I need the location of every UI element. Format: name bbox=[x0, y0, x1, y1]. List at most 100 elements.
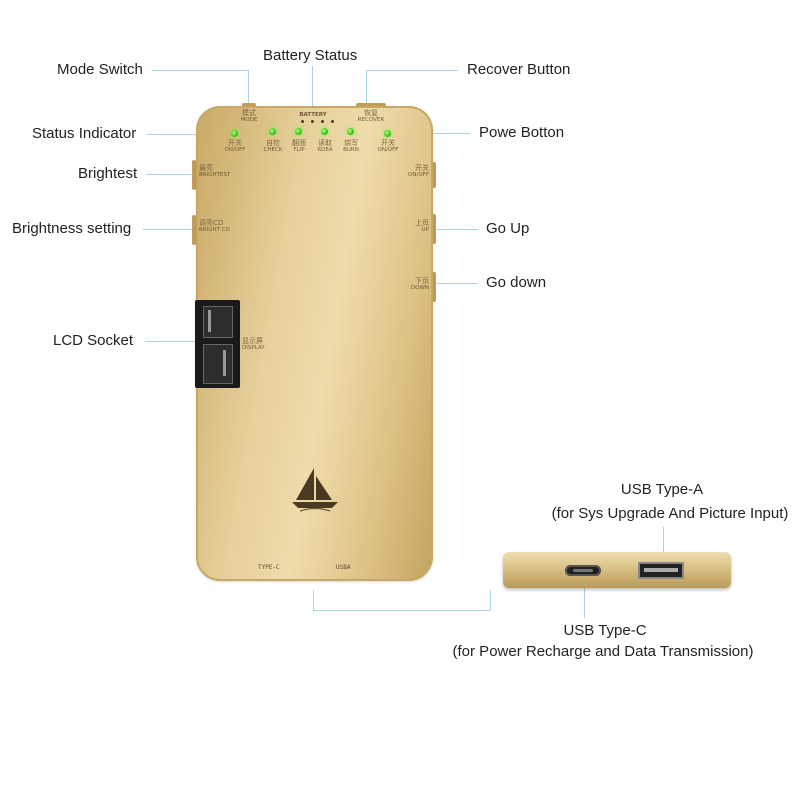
usb-a-desc-callout: (for Sys Upgrade And Picture Input) bbox=[551, 505, 789, 522]
led-label-burn: 烧写 BURN bbox=[338, 140, 364, 154]
lcd-socket-line bbox=[145, 341, 195, 342]
recover-line-v bbox=[366, 70, 367, 106]
down-side-button[interactable] bbox=[432, 272, 436, 302]
side-onoff-label-cn: 开关 bbox=[415, 164, 429, 172]
mode-label: 模式 MODE bbox=[236, 110, 262, 124]
display-label-cn: 显示屏 bbox=[242, 337, 263, 345]
socket-strip-1 bbox=[208, 310, 211, 332]
power-button-callout: Powe Botton bbox=[479, 124, 565, 141]
go-up-line bbox=[432, 229, 478, 230]
usb-c-title-callout: USB Type-C bbox=[563, 622, 647, 639]
led-label-onoff-left-cn: 开关 bbox=[228, 139, 242, 147]
mode-label-en: MODE bbox=[240, 117, 258, 123]
led-label-check: 自检 CHECK bbox=[260, 140, 286, 154]
type-c-label: TYPE-C bbox=[258, 564, 280, 571]
battery-status-callout: Battery Status bbox=[263, 47, 358, 64]
status-led-burn bbox=[347, 128, 354, 135]
status-indicator-callout: Status Indicator bbox=[32, 125, 137, 142]
led-label-rdea: 读取 RDEA bbox=[312, 140, 338, 154]
battery-dot-2 bbox=[311, 120, 314, 123]
brightest-label-cn: 最亮 bbox=[199, 164, 213, 172]
mode-label-cn: 模式 bbox=[242, 109, 256, 117]
led-label-burn-en: BURN bbox=[343, 147, 359, 153]
bottom-ports-line-left bbox=[313, 590, 314, 611]
led-label-rdea-en: RDEA bbox=[317, 147, 333, 153]
status-led-power bbox=[384, 130, 391, 137]
display-label: 显示屏 DISPLAY bbox=[242, 338, 276, 352]
brightest-label-en: BRIGHTEST bbox=[199, 172, 231, 178]
socket-strip-2 bbox=[223, 350, 226, 376]
brightness-setting-callout: Brightness setting bbox=[12, 220, 132, 237]
recover-label-en: RECOVER bbox=[357, 117, 385, 123]
side-onoff-label: 开关 ON/OFF bbox=[393, 165, 429, 179]
led-label-onoff-right-en: ON/OFF bbox=[377, 147, 399, 153]
usba-label: USBA bbox=[336, 564, 351, 571]
lcd-socket-callout: LCD Socket bbox=[53, 332, 134, 349]
led-label-check-en: CHECK bbox=[263, 147, 283, 153]
recover-side-button[interactable] bbox=[356, 103, 386, 107]
status-led-flip bbox=[295, 128, 302, 135]
led-label-flip-cn: 翻面 bbox=[292, 139, 306, 147]
brightest-label: 最亮 BRIGHTEST bbox=[199, 165, 245, 179]
side-onoff-label-en: ON/OFF bbox=[408, 172, 429, 178]
bright-cd-label: 调亮CD BRIGHT CD bbox=[199, 220, 249, 234]
recover-label: 恢复 RECOVER bbox=[354, 110, 388, 124]
led-label-flip-en: FLIP bbox=[293, 147, 305, 153]
led-label-onoff-left-en: ON/OFF bbox=[224, 147, 246, 153]
bright-cd-label-cn: 调亮CD bbox=[199, 219, 224, 227]
status-led-onoff bbox=[231, 130, 238, 137]
bottom-ports-line-right bbox=[490, 590, 491, 611]
mode-switch-line-v bbox=[248, 70, 249, 106]
usb-c-desc-callout: (for Power Recharge and Data Transmissio… bbox=[452, 643, 754, 660]
lcd-socket[interactable] bbox=[195, 300, 240, 388]
status-led-check bbox=[269, 128, 276, 135]
up-label-en: UP bbox=[421, 227, 429, 233]
battery-label: BATTERY bbox=[299, 112, 327, 118]
usb-a-title-callout: USB Type-A bbox=[620, 481, 704, 498]
go-down-callout: Go down bbox=[486, 274, 547, 291]
led-label-burn-cn: 烧写 bbox=[344, 139, 358, 147]
battery-dot-3 bbox=[321, 120, 324, 123]
led-label-onoff-right-cn: 开关 bbox=[381, 139, 395, 147]
bottom-ports-line-h bbox=[313, 610, 491, 611]
down-label-en: DOWN bbox=[410, 285, 429, 291]
led-label-onoff-right: 开关 ON/OFF bbox=[373, 140, 403, 154]
recover-label-cn: 恢复 bbox=[364, 109, 378, 117]
socket-pin-block-2 bbox=[203, 344, 233, 384]
usb-type-c-port[interactable] bbox=[565, 565, 601, 576]
brightness-setting-line bbox=[143, 229, 194, 230]
down-label: 下页 DOWN bbox=[395, 278, 429, 292]
tester-device-side bbox=[503, 552, 731, 588]
bright-cd-side-button[interactable] bbox=[192, 215, 196, 245]
battery-status-line bbox=[312, 66, 313, 106]
usb-a-line bbox=[663, 527, 664, 561]
led-label-check-cn: 自检 bbox=[266, 139, 280, 147]
power-side-button[interactable] bbox=[432, 162, 436, 188]
up-side-button[interactable] bbox=[432, 214, 436, 244]
bright-cd-label-en: BRIGHT CD bbox=[199, 227, 230, 233]
recover-button-callout: Recover Button bbox=[467, 61, 571, 78]
status-led-rdea bbox=[321, 128, 328, 135]
usb-type-a-port[interactable] bbox=[638, 562, 684, 579]
sailboat-logo-icon bbox=[292, 468, 338, 512]
usb-c-line bbox=[584, 578, 585, 618]
display-label-en: DISPLAY bbox=[242, 345, 265, 351]
led-label-rdea-cn: 读取 bbox=[318, 139, 332, 147]
up-label: 上页 UP bbox=[399, 220, 429, 234]
led-label-onoff-left: 开关 ON/OFF bbox=[220, 140, 250, 154]
mode-side-button[interactable] bbox=[242, 103, 256, 107]
brightest-callout: Brightest bbox=[78, 165, 138, 182]
led-label-flip: 翻面 FLIP bbox=[287, 140, 311, 154]
brightest-side-button[interactable] bbox=[192, 160, 196, 190]
go-down-line bbox=[432, 283, 478, 284]
battery-dot-4 bbox=[331, 120, 334, 123]
battery-dot-1 bbox=[301, 120, 304, 123]
mode-switch-line-h bbox=[152, 70, 248, 71]
go-up-callout: Go Up bbox=[486, 220, 530, 237]
brightest-line bbox=[146, 174, 194, 175]
mode-switch-callout: Mode Switch bbox=[57, 61, 143, 78]
recover-line-h bbox=[366, 70, 458, 71]
up-label-cn: 上页 bbox=[415, 219, 429, 227]
down-label-cn: 下页 bbox=[415, 277, 429, 285]
status-indicator-line bbox=[147, 134, 233, 135]
